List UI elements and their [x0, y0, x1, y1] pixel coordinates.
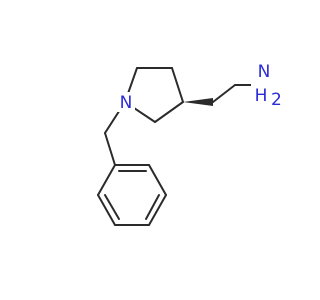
bond-ch2-ch2 — [212, 84, 236, 103]
bond-c3-c4 — [171, 67, 184, 103]
amine-subscript: 2 — [271, 90, 282, 110]
ring-nitrogen-bg — [117, 92, 135, 112]
amine-h-label: H — [255, 86, 268, 106]
benzene-double-3 — [145, 194, 160, 220]
ring-nitrogen-label: N — [120, 93, 133, 113]
molecule-diagram: N N H 2 — [97, 57, 282, 226]
benzene-bond-5 — [148, 164, 167, 196]
bond-ch2-phenyl — [104, 132, 116, 166]
benzene-bond-1 — [97, 164, 116, 196]
bond-c4-c5 — [154, 101, 184, 123]
benzene-double-2 — [104, 194, 120, 220]
wedge-bond — [183, 98, 213, 106]
benzene-bond-4 — [148, 194, 167, 226]
benzene-bond-2 — [97, 194, 116, 226]
amine-n-label: N — [258, 62, 271, 82]
amine-bg — [251, 57, 277, 105]
